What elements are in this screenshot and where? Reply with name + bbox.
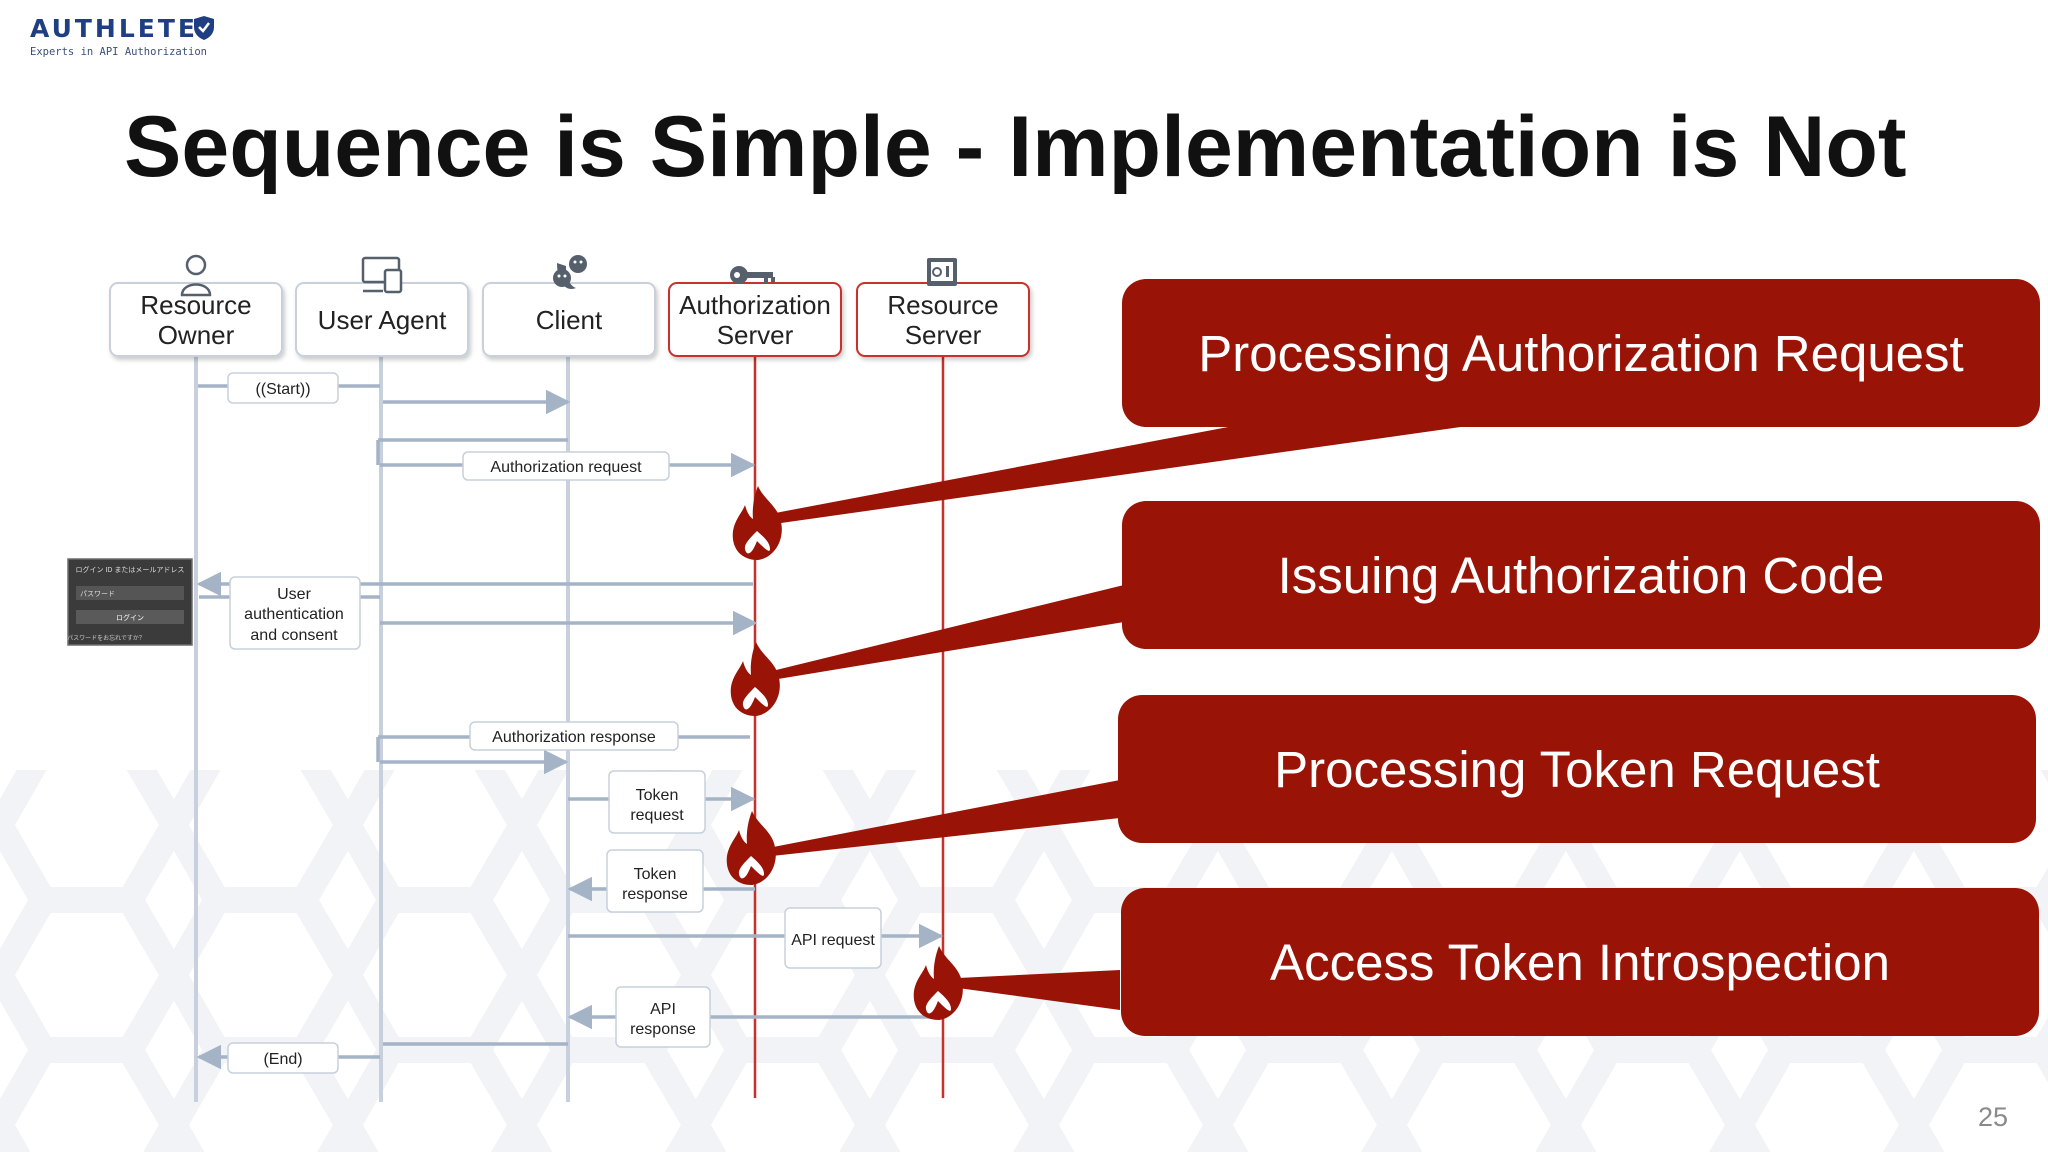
participant-label: Owner [158,320,235,350]
message-label-token-response: Token response [606,849,704,913]
shield-icon [194,16,214,40]
theater-masks-icon [553,255,587,289]
key-icon [730,266,775,284]
participant-label: User Agent [318,305,447,335]
participant-label: Server [905,320,982,350]
message-label-authorization-request: Authorization request [462,451,670,481]
callout-text: Issuing Authorization Code [1277,546,1885,604]
participant-client: Client [482,282,656,357]
callout-text: Processing Authorization Request [1198,324,1964,382]
devices-icon [361,256,403,294]
callout-pointers [768,420,1510,1010]
message-label-authorization-response: Authorization response [469,721,679,751]
message-text: User [277,586,311,603]
participant-label: Resource [887,290,998,320]
callout-issuing-authorization-code: Issuing Authorization Code [1122,501,2040,649]
callout-text: Access Token Introspection [1270,933,1890,991]
page-number: 25 [1977,1102,2008,1132]
participant-user-agent: User Agent [295,282,469,357]
user-icon [180,254,212,297]
participant-resource-server: Resource Server [856,282,1030,357]
message-label-user-auth-consent: User authentication and consent [229,576,361,650]
message-label-end: (End) [227,1042,339,1074]
fire-icon [732,486,782,560]
callout-access-token-introspection: Access Token Introspection [1121,888,2039,1036]
message-label-api-request: API request [784,907,882,969]
callout-pointer-2 [768,585,1124,680]
login-screen-thumbnail: ログイン ID またはメールアドレス パスワード ログイン パスワードをお忘れで… [67,558,193,646]
login-header: ログイン ID またはメールアドレス [76,565,185,574]
message-text: Authorization response [492,729,656,746]
callout-pointer-3 [768,780,1120,856]
message-text: API [650,1001,676,1018]
message-text: response [622,886,688,903]
brand-tagline: Experts in API Authorization [30,46,208,58]
fire-icon [730,642,780,716]
message-text: response [630,1021,696,1038]
password-label: パスワード [80,590,115,598]
participant-label: Client [536,305,603,335]
callout-pointer-1 [770,420,1510,524]
brand-name: AUTHLETE [30,14,198,43]
password-field [76,586,184,600]
participant-resource-owner: Resource Owner [109,282,283,357]
message-text: Authorization request [490,459,642,476]
login-button [76,610,184,624]
participants: Resource Owner User Agent Client Authori… [109,282,1030,357]
message-text: request [630,807,684,824]
message-label-start: ((Start)) [227,372,339,404]
participant-label: Authorization [679,290,831,320]
callout-processing-authorization-request: Processing Authorization Request [1122,279,2040,427]
safe-icon [927,258,957,286]
login-button-label: ログイン [116,613,144,622]
message-text: and consent [250,627,338,644]
participant-label: Server [717,320,794,350]
message-labels: ((Start)) Authorization request User aut… [227,372,882,1074]
forgot-password-link: パスワードをお忘れですか？ [67,634,145,642]
message-text: authentication [244,606,344,623]
message-text: Token [636,787,679,804]
callout-processing-token-request: Processing Token Request [1118,695,2036,843]
message-text: API request [791,932,875,949]
message-text: (End) [263,1051,302,1068]
fire-icon [726,811,776,885]
message-text: ((Start)) [255,381,310,398]
message-label-api-response: API response [615,986,711,1048]
callout-text: Processing Token Request [1274,740,1880,798]
participant-authorization-server: Authorization Server [668,282,842,357]
fire-icon [913,946,963,1020]
brand-logo: AUTHLETE Experts in API Authorization [28,12,258,62]
message-label-token-request: Token request [608,770,706,834]
slide-title: Sequence is Simple - Implementation is N… [124,99,1907,195]
callout-pointer-4 [958,970,1120,1010]
message-text: Token [634,866,677,883]
